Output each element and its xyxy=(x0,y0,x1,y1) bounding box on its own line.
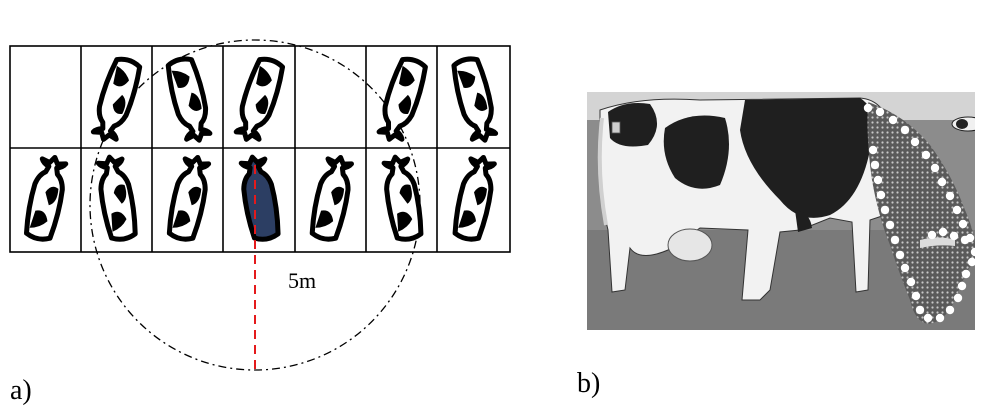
boundary-marker xyxy=(890,235,900,245)
panel-b-label: b) xyxy=(577,368,601,399)
boundary-marker xyxy=(935,313,945,323)
boundary-marker xyxy=(880,205,890,215)
distant-cow xyxy=(951,116,975,132)
photo-sky xyxy=(587,92,975,132)
boundary-marker xyxy=(923,313,933,323)
boundary-marker xyxy=(945,305,955,315)
boundary-marker xyxy=(945,191,955,201)
boundary-marker xyxy=(868,145,878,155)
boundary-marker xyxy=(895,250,905,260)
focal-cow xyxy=(238,154,281,242)
cow-silhouette xyxy=(23,154,69,242)
boundary-marker xyxy=(876,190,886,200)
boundary-marker xyxy=(900,125,910,135)
boundary-marker xyxy=(938,227,948,237)
photo-pasture xyxy=(587,120,975,330)
boundary-marker xyxy=(930,163,940,173)
boundary-marker xyxy=(910,137,920,147)
boundary-marker xyxy=(927,230,937,240)
cow-patch xyxy=(795,210,812,232)
boundary-marker xyxy=(957,281,967,291)
panel-a-diagram xyxy=(9,39,511,371)
cow-silhouette xyxy=(381,154,424,242)
boundary-marker xyxy=(953,293,963,303)
stall-grid xyxy=(9,45,511,253)
boundary-marker xyxy=(967,257,975,267)
cow-silhouette xyxy=(165,56,213,143)
boundary-marker xyxy=(937,177,947,187)
boundary-marker xyxy=(870,160,880,170)
boundary-marker xyxy=(873,175,883,185)
boundary-marker xyxy=(875,107,885,117)
boundary-marker xyxy=(888,115,898,125)
cow-silhouette xyxy=(451,56,499,143)
boundary-marker xyxy=(949,231,959,241)
ear-tag xyxy=(611,121,621,134)
boundary-marker xyxy=(965,233,975,243)
grid-border xyxy=(9,45,511,253)
cow-tail xyxy=(597,117,608,226)
cow-udder xyxy=(667,228,713,262)
cow-body xyxy=(599,97,902,301)
cow-silhouette xyxy=(376,56,428,142)
distance-label: 5m xyxy=(288,268,317,293)
cow-silhouette xyxy=(166,154,212,242)
cow-silhouette xyxy=(95,154,138,242)
cow-patch xyxy=(740,98,874,218)
boundary-marker xyxy=(885,220,895,230)
boundary-marker xyxy=(970,247,975,257)
cow-silhouette xyxy=(452,154,497,242)
boundary-marker xyxy=(921,150,931,160)
boundary-markers xyxy=(863,103,975,323)
panel-a-label: a) xyxy=(10,375,32,406)
cow-group xyxy=(23,56,499,242)
cow-silhouette xyxy=(90,56,143,142)
cow-silhouette xyxy=(309,154,354,242)
head-region xyxy=(867,102,975,324)
boundary-marker xyxy=(915,305,925,315)
cow-patch xyxy=(663,115,729,189)
boundary-marker xyxy=(863,103,873,113)
boundary-marker xyxy=(900,263,910,273)
boundary-marker xyxy=(960,235,970,245)
cow-patch xyxy=(608,103,658,147)
cow-silhouette xyxy=(233,56,286,142)
boundary-marker xyxy=(952,205,962,215)
boundary-marker xyxy=(911,291,921,301)
boundary-marker xyxy=(906,277,916,287)
boundary-marker xyxy=(958,219,968,229)
boundary-marker xyxy=(961,269,971,279)
